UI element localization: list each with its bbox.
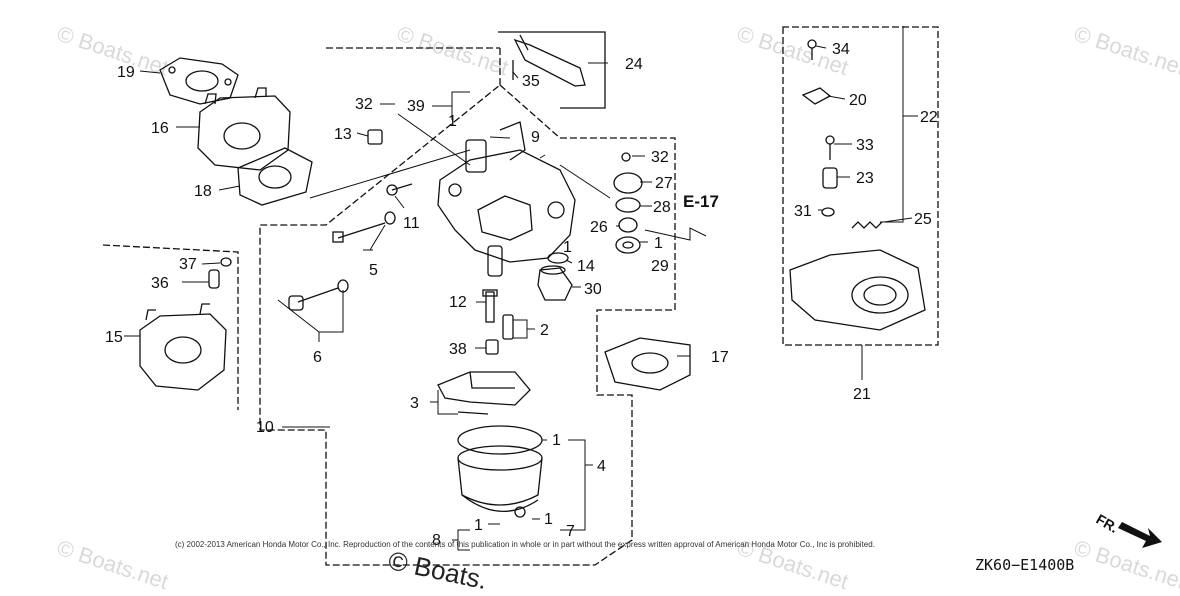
callout-number: 6	[313, 349, 322, 366]
collar-23	[822, 167, 838, 189]
callout-number: 28	[653, 199, 671, 216]
callout-number: 19	[117, 64, 135, 81]
cap-30	[537, 265, 573, 301]
callout-number: 21	[853, 386, 871, 403]
gasket-17	[604, 337, 691, 391]
carburetor-body	[437, 121, 576, 277]
callout-number: 34	[832, 41, 850, 58]
callout-number: 1	[563, 239, 572, 256]
float	[437, 371, 531, 415]
callout-number: 18	[194, 183, 212, 200]
bracket-20	[801, 87, 832, 105]
arm-box	[498, 31, 606, 109]
callout-number: 23	[856, 170, 874, 187]
callout-number: 22	[920, 109, 938, 126]
jet-38	[485, 339, 499, 355]
callout-number: 1	[448, 113, 457, 130]
o-ring-14	[547, 252, 569, 264]
callout-number: 36	[151, 275, 169, 292]
pilot-screw-5	[332, 211, 396, 243]
gasket-18	[237, 147, 313, 206]
callout-number: 1	[654, 235, 663, 252]
diaphragm-27	[613, 172, 643, 194]
screw-11	[386, 183, 413, 196]
clip-13	[367, 129, 383, 145]
callout-number: 2	[540, 322, 549, 339]
callout-number: 32	[651, 149, 669, 166]
callout-number: 38	[449, 341, 467, 358]
callout-number: 17	[711, 349, 729, 366]
reference-label: E-17	[683, 192, 719, 211]
callout-number: 35	[522, 73, 540, 90]
throttle-stop-screw-6	[288, 279, 349, 311]
gasket-19	[159, 57, 239, 105]
washer-37	[220, 257, 232, 267]
callout-number: 33	[856, 137, 874, 154]
callout-number: 37	[179, 256, 197, 273]
callout-number: 9	[531, 129, 540, 146]
callout-number: 39	[407, 98, 425, 115]
callout-number: 1	[544, 511, 553, 528]
float-bowl	[457, 425, 543, 518]
screw-33	[825, 135, 835, 160]
insulator-16	[197, 87, 291, 171]
callout-number: 7	[566, 523, 575, 540]
clip-31	[821, 207, 835, 217]
callout-number: 13	[334, 126, 352, 143]
callout-number: 4	[597, 458, 606, 475]
callout-number: 26	[590, 219, 608, 236]
front-arrow-icon: FR.	[1094, 511, 1162, 548]
spring-25	[851, 221, 883, 229]
callout-number: 11	[403, 215, 420, 232]
callout-labels: 19 16 18 13 32 39 1 9 11 5 37 36 15 6 10…	[105, 41, 938, 549]
main-jet	[502, 314, 514, 340]
callout-number: 16	[151, 120, 169, 137]
callout-number: 10	[256, 419, 274, 436]
leader-lines	[124, 26, 918, 551]
seal-29	[615, 236, 641, 254]
insulator-box	[102, 244, 239, 410]
callout-number: 30	[584, 281, 602, 298]
callout-number: 3	[410, 395, 419, 412]
spring-26	[618, 217, 638, 233]
seal-28	[615, 197, 641, 213]
callout-number: 29	[651, 258, 669, 275]
main-nozzle	[482, 289, 498, 323]
callout-number: 1	[552, 432, 561, 449]
callout-number: 32	[355, 96, 373, 113]
insulator-15	[139, 303, 227, 391]
governor-box	[782, 26, 939, 346]
dowel-pin-36	[208, 269, 220, 289]
callout-number: 8	[432, 532, 441, 549]
choke-arm-24	[513, 34, 586, 87]
screw-32-small	[621, 152, 631, 162]
callout-number: 14	[577, 258, 595, 275]
callout-number: 12	[449, 294, 467, 311]
callout-number: 20	[849, 92, 867, 109]
diagram-code: ZK60−E1400B	[975, 556, 1075, 574]
screw-34	[807, 39, 817, 60]
control-base-21	[789, 249, 926, 331]
copyright-notice: (c) 2002-2013 American Honda Motor Co., …	[175, 540, 875, 549]
carburetor-group-outline	[259, 47, 676, 566]
callout-number: 25	[914, 211, 932, 228]
front-label: FR.	[1094, 511, 1122, 536]
callout-number: 1	[474, 517, 483, 534]
callout-number: 15	[105, 329, 123, 346]
callout-number: 5	[369, 262, 378, 279]
callout-number: 27	[655, 175, 673, 192]
callout-number: 31	[794, 203, 812, 220]
callout-number: 24	[625, 56, 643, 73]
